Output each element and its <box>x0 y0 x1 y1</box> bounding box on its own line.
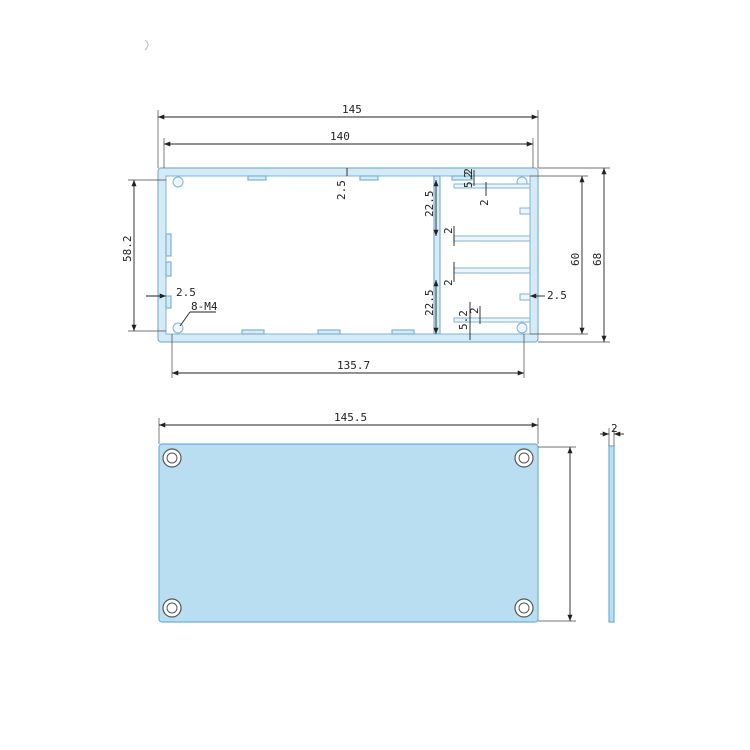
left-bump <box>165 233 172 257</box>
dim-slot-upper: 5.2 <box>462 168 475 188</box>
screw-channel <box>516 322 528 334</box>
hole-callout: 8-M4 <box>191 300 218 313</box>
screw-channel <box>172 176 184 188</box>
mounting-hole-inner <box>166 452 178 464</box>
bottom-boss <box>391 329 415 335</box>
pcb-rail <box>519 207 531 215</box>
top-boss <box>359 175 379 181</box>
pcb-rail <box>453 183 531 189</box>
dim-rib-e: 2 <box>468 307 481 314</box>
profile-divider <box>433 175 441 335</box>
left-bump <box>165 295 172 309</box>
dim-slot-lower: 5.2 <box>457 310 470 330</box>
dim-rib-a: 2 <box>462 171 475 178</box>
dim-height-overall: 68 <box>591 253 604 266</box>
dim-top-wall: 2.5 <box>335 180 348 200</box>
dim-width-overall: 145 <box>342 103 362 116</box>
corner-mark <box>144 39 149 51</box>
dim-right-wall: 2.5 <box>547 289 567 302</box>
bottom-boss <box>317 329 341 335</box>
pcb-rail <box>519 293 531 301</box>
profile-cavity <box>165 175 531 335</box>
profile-view <box>157 167 539 343</box>
dim-bottom-span: 135.7 <box>337 359 370 372</box>
pcb-rail <box>453 267 531 274</box>
dim-rib-c: 2 <box>442 227 455 234</box>
mounting-hole-inner <box>166 602 178 614</box>
cover-plate <box>158 443 539 623</box>
dim-plate-width: 145.5 <box>334 411 367 424</box>
dim-left-wall: 2.5 <box>176 286 196 299</box>
cover-plate-view <box>158 443 539 623</box>
dim-plate-thickness: 2 <box>611 422 618 435</box>
left-bump <box>165 261 172 277</box>
pcb-rail <box>453 235 531 242</box>
top-boss <box>451 175 473 181</box>
mounting-hole-inner <box>518 452 530 464</box>
bottom-boss <box>241 329 265 335</box>
dim-rib-d: 2 <box>442 279 455 286</box>
plate-side-view <box>608 445 615 623</box>
mounting-hole-inner <box>518 602 530 614</box>
dim-rib-b: 2 <box>478 199 491 206</box>
dim-lower-slot-gap: 22.5 <box>423 290 436 317</box>
dim-left-height: 58.2 <box>121 236 134 263</box>
dim-upper-slot-gap: 22.5 <box>423 191 436 218</box>
pcb-rail <box>453 317 531 323</box>
dim-width-inner: 140 <box>330 130 350 143</box>
top-boss <box>247 175 267 181</box>
dim-height-inner: 60 <box>569 253 582 266</box>
